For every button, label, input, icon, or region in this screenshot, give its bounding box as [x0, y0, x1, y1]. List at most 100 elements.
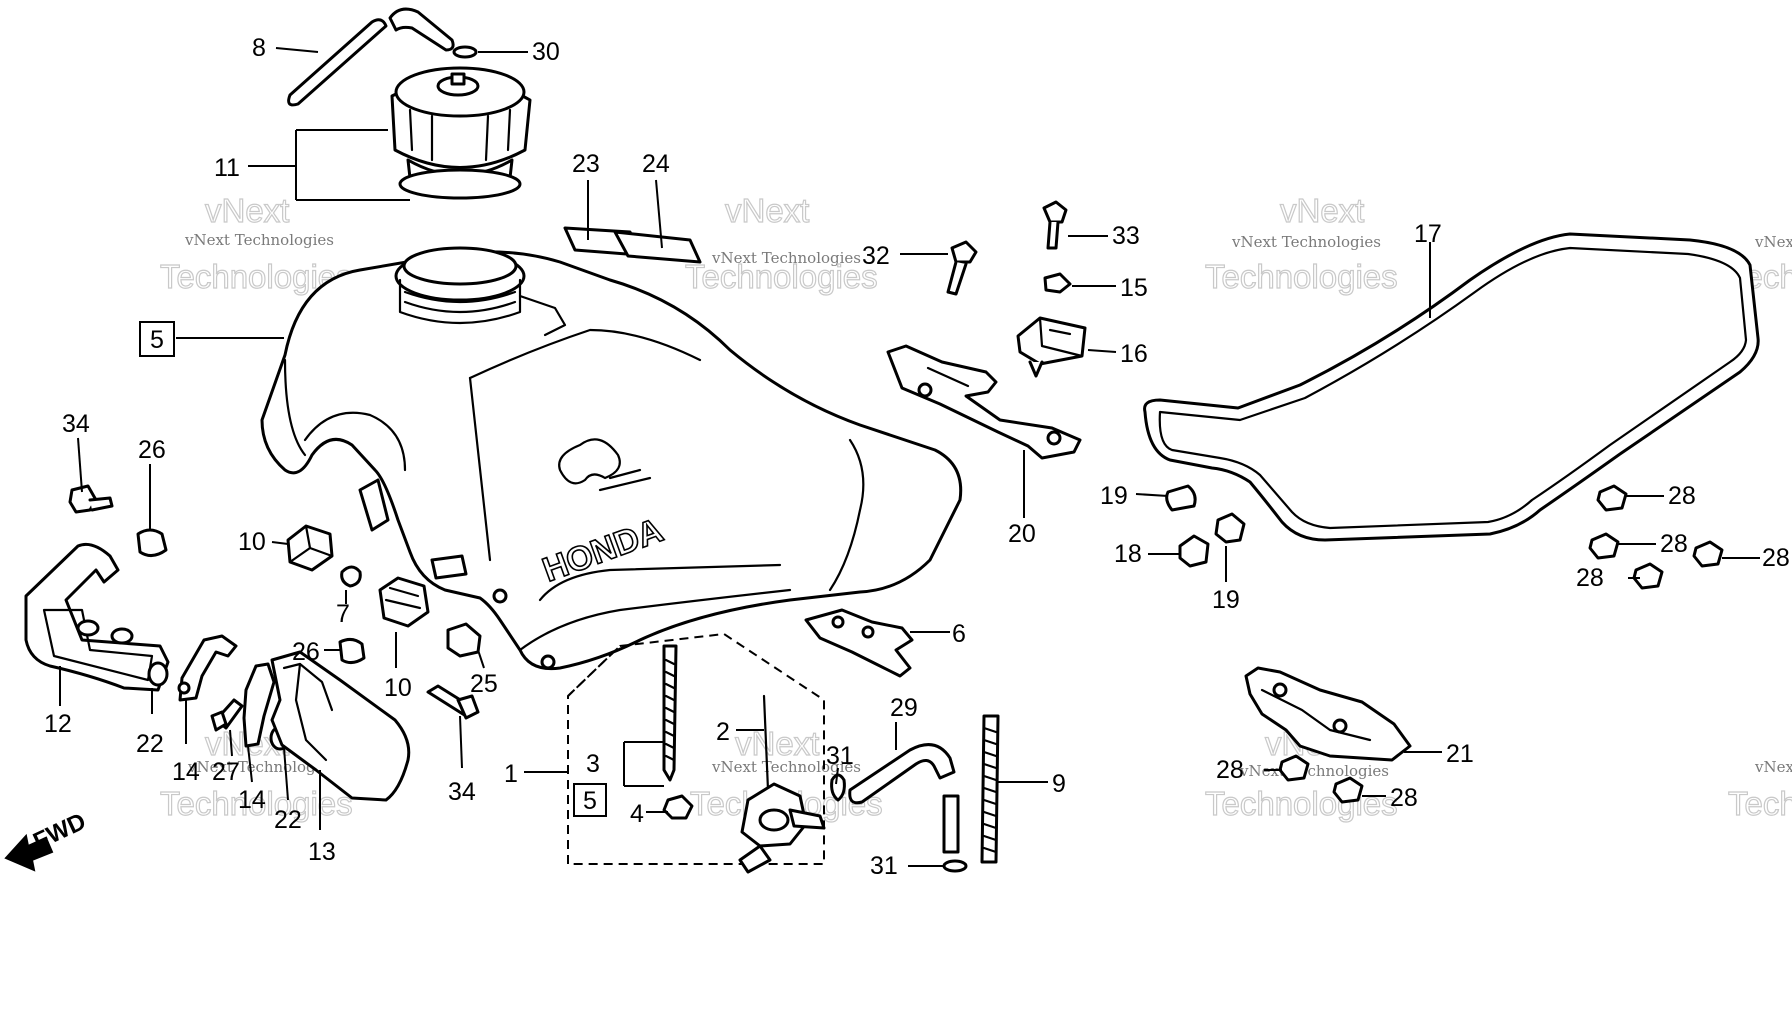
callout-label: 26: [138, 436, 166, 464]
seat-cushion-19a: [1165, 484, 1197, 512]
callout-label: 7: [336, 600, 350, 628]
callout-label: 28: [1660, 530, 1688, 558]
callout-label: 28: [1390, 784, 1418, 812]
drain-tube: [980, 714, 1000, 864]
nut-28b: [1588, 532, 1620, 560]
callout-label: 24: [642, 150, 670, 178]
callout-label: 18: [1114, 540, 1142, 568]
callout-label: 25: [470, 670, 498, 698]
callout-label: 20: [1008, 520, 1036, 548]
nut-28c: [1692, 540, 1724, 568]
callout-label: 31: [870, 852, 898, 880]
callout-label: 28: [1576, 564, 1604, 592]
nut-28a: [1596, 484, 1628, 512]
callout-label: 30: [532, 38, 560, 66]
svg-text:Technologies: Technologies: [1728, 785, 1792, 822]
tank-emblem-right: [613, 230, 702, 264]
hose-clip: [452, 45, 478, 59]
callout-label: 22: [136, 730, 164, 758]
callout-boxed: 5: [139, 321, 175, 357]
callout-label: 15: [1120, 274, 1148, 302]
svg-text:vNext: vNext: [725, 192, 809, 229]
svg-text:5: 5: [583, 787, 597, 815]
clip-7: [340, 565, 362, 588]
cushion-25: [446, 622, 482, 658]
forward-direction-indicator: FWD: [4, 808, 90, 872]
svg-text:vNext Technologies: vNext Technologies: [1754, 233, 1792, 251]
callout-label: 14: [172, 758, 200, 786]
callout-label: 16: [1120, 340, 1148, 368]
bracket-14b: [242, 662, 276, 748]
callout-label: 13: [308, 838, 336, 866]
callout-label: 27: [212, 758, 240, 786]
callout-boxed: 5: [573, 783, 607, 817]
bolt-34a: [68, 484, 114, 514]
callout-label: 22: [274, 806, 302, 834]
callout-label: 26: [292, 638, 320, 666]
callout-label: 1: [504, 760, 518, 788]
callout-label: 10: [238, 528, 266, 556]
callout-label: 14: [238, 786, 266, 814]
callout-label: 34: [448, 778, 476, 806]
nut-28d: [1632, 562, 1664, 590]
nut-28e: [1278, 754, 1310, 782]
fuel-cap: [390, 66, 532, 200]
callout-label: 32: [862, 242, 890, 270]
seat-collar-18: [1178, 534, 1210, 568]
seat-cushion-19b: [1214, 512, 1246, 544]
callout-label: 11: [214, 154, 240, 182]
seat-base-bracket: [886, 344, 1082, 460]
callout-label: 28: [1668, 482, 1696, 510]
leader-lines: [59, 47, 1760, 867]
callout-label: 3: [586, 750, 600, 778]
forward-label: FWD: [29, 808, 90, 856]
screw-27: [210, 698, 244, 732]
bolt-32: [946, 240, 978, 296]
tank-mount-plate: [804, 608, 914, 678]
svg-text:vNext Technologies: vNext Technologies: [1239, 762, 1389, 780]
svg-text:vNext: vNext: [1280, 192, 1364, 229]
callout-label: 17: [1414, 220, 1442, 248]
callout-label: 29: [890, 694, 918, 722]
callout-label: 34: [62, 410, 90, 438]
svg-text:Technologies: Technologies: [1205, 258, 1398, 295]
nut-28f: [1332, 776, 1364, 804]
watermark-group: vNext vNext Technologies Technologies vN…: [159, 191, 1792, 822]
svg-text:vNext Technologies: vNext Technologies: [187, 758, 337, 776]
fuel-valve-assembly-box: [567, 632, 825, 865]
callout-label: 28: [1762, 544, 1790, 572]
callout-label: 23: [572, 150, 600, 178]
callout-label: 28: [1216, 756, 1244, 784]
callout-numbers: 8 30 11 23 24 5 32 33 15 16 17 34 26 10 …: [44, 34, 1790, 880]
fuel-tube: [848, 743, 960, 854]
callout-label: 21: [1446, 740, 1474, 768]
callout-label: 6: [952, 620, 966, 648]
bolt-34b: [426, 684, 480, 720]
callout-label: 19: [1100, 482, 1128, 510]
svg-text:Technologies: Technologies: [685, 258, 878, 295]
damper-10a: [286, 524, 334, 572]
fuel-valve: [738, 694, 826, 874]
strainer-screen: [662, 644, 678, 782]
left-side-cover: [24, 542, 170, 692]
hose-clip-31b: [942, 859, 968, 873]
svg-text:Technologies: Technologies: [1205, 785, 1398, 822]
o-ring: [662, 794, 694, 820]
seat-rail-bracket: [1244, 666, 1412, 762]
forward-arrow-icon: [4, 833, 54, 872]
callout-label: 31: [826, 742, 854, 770]
grommet-22a: [147, 661, 169, 687]
seat-lock-bracket: [1016, 316, 1087, 378]
callout-label: 8: [252, 34, 266, 62]
bracket-14a: [177, 634, 238, 702]
collar-26b: [338, 637, 366, 665]
callout-label: 4: [630, 800, 644, 828]
callout-label: 33: [1112, 222, 1140, 250]
breather-tube: [287, 7, 455, 107]
seat: [1143, 232, 1760, 542]
watermark: vNext vNext Technologies Technologies: [1204, 191, 1398, 295]
svg-text:vNext Technologies: vNext Technologies: [1754, 758, 1792, 776]
svg-text:vNext: vNext: [205, 192, 289, 229]
